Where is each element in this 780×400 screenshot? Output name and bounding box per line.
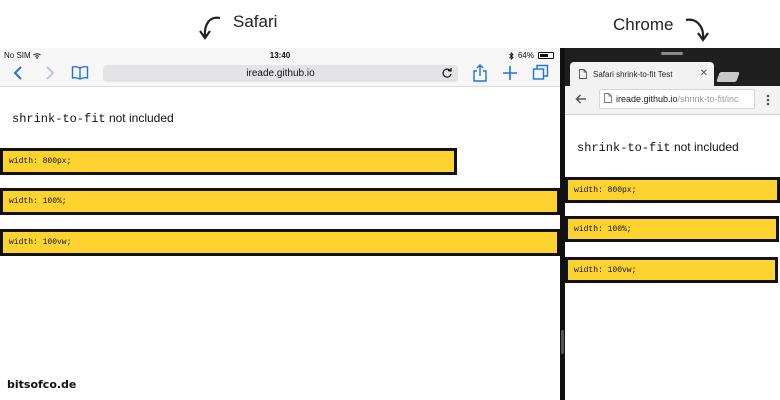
chrome-omnibox[interactable]: ireade.github.io/shrink-to-fit/inc	[599, 89, 755, 109]
omnibox-host: ireade.github.io	[616, 94, 678, 104]
window-grip[interactable]	[661, 52, 683, 55]
width-100vw-box: width: 100vw;	[0, 229, 560, 256]
split-view-divider	[560, 48, 565, 400]
box-label: width: 800px;	[9, 157, 72, 166]
battery-percent: 64%	[517, 51, 534, 60]
safari-window: No SIM 13:40 64%	[0, 48, 560, 400]
heading-text: not included	[670, 140, 739, 154]
width-100-percent-box: width: 100%;	[0, 188, 560, 215]
status-time: 13:40	[269, 51, 291, 60]
chrome-tab-strip: Safari shrink-to-fit Test ✕	[565, 58, 780, 86]
book-icon[interactable]	[71, 65, 89, 81]
width-100-percent-box: width: 100%;	[565, 216, 779, 242]
omnibox-path: /shrink-to-fit/inc	[677, 94, 739, 104]
curved-arrow-icon	[199, 16, 221, 40]
box-label: width: 100vw;	[574, 265, 637, 275]
safari-address-bar[interactable]: ireade.github.io	[103, 65, 458, 82]
brand-watermark: bitsofco.de	[7, 378, 77, 391]
battery-status: 64%	[509, 51, 554, 60]
page-heading: shrink-to-fit not included	[577, 140, 739, 155]
chrome-window: Safari shrink-to-fit Test ✕ ireade.githu…	[565, 48, 780, 400]
safari-url: ireade.github.io	[246, 68, 315, 79]
safari-toolbar: ireade.github.io	[0, 62, 560, 87]
chevron-right-icon[interactable]	[44, 65, 56, 81]
ios-status-bar: No SIM 13:40 64%	[0, 48, 560, 62]
document-icon	[604, 93, 612, 103]
share-icon[interactable]	[472, 64, 488, 83]
chrome-tab[interactable]: Safari shrink-to-fit Test ✕	[570, 62, 714, 86]
width-800px-box: width: 800px;	[565, 177, 780, 203]
close-icon[interactable]: ✕	[699, 68, 708, 79]
arrow-left-icon[interactable]	[575, 93, 587, 105]
more-vertical-icon[interactable]	[766, 94, 770, 106]
wifi-icon	[33, 53, 41, 59]
curved-arrow-icon	[685, 18, 709, 42]
plus-icon[interactable]	[502, 65, 518, 81]
safari-caption: Safari	[233, 12, 278, 31]
box-label: width: 100vw;	[9, 238, 72, 247]
new-tab-button[interactable]	[716, 72, 740, 82]
document-icon	[579, 69, 587, 79]
heading-code: shrink-to-fit	[12, 112, 106, 126]
page-heading: shrink-to-fit not included	[12, 111, 174, 126]
width-100vw-box: width: 100vw;	[565, 257, 778, 283]
chrome-toolbar: ireade.github.io/shrink-to-fit/inc	[565, 86, 780, 115]
box-label: width: 100%;	[574, 224, 632, 234]
carrier-status: No SIM	[4, 51, 41, 60]
box-label: width: 800px;	[574, 185, 637, 195]
battery-fill	[540, 54, 548, 57]
tab-title: Safari shrink-to-fit Test	[593, 69, 673, 79]
reload-icon[interactable]	[441, 67, 453, 79]
heading-text: not included	[105, 111, 174, 125]
chrome-caption: Chrome	[613, 15, 674, 34]
heading-code: shrink-to-fit	[577, 141, 671, 155]
chevron-left-icon[interactable]	[12, 65, 24, 81]
battery-icon	[538, 52, 554, 59]
tabs-icon[interactable]	[532, 64, 549, 81]
width-800px-box: width: 800px;	[0, 148, 457, 175]
bluetooth-icon	[509, 51, 514, 60]
box-label: width: 100%;	[9, 197, 67, 206]
chrome-status-strip	[565, 48, 780, 58]
split-view-handle[interactable]	[561, 330, 564, 354]
carrier-label: No SIM	[4, 51, 31, 60]
